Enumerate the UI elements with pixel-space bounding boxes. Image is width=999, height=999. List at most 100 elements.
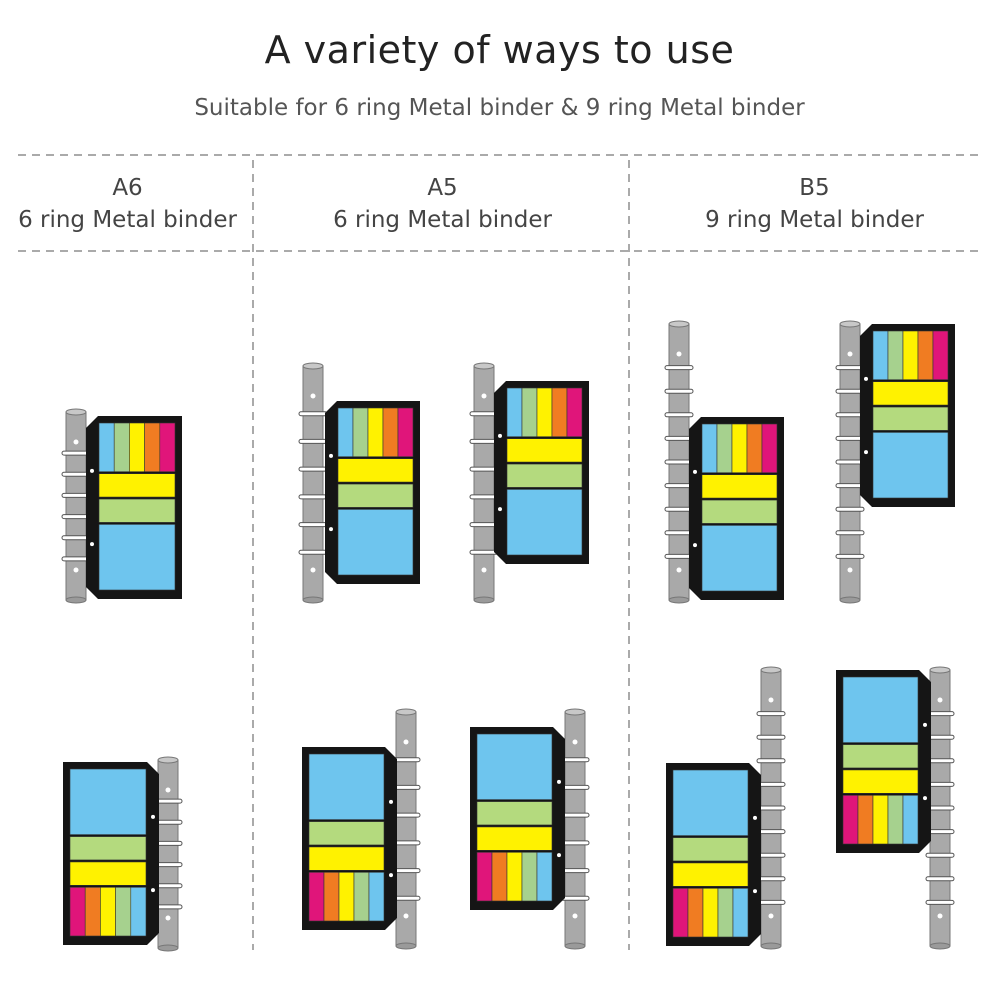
tab-stripe — [872, 794, 889, 845]
note-band — [872, 381, 949, 406]
binder-ring — [664, 530, 694, 536]
binder-ring — [756, 758, 786, 764]
pad-hole — [389, 799, 393, 804]
pad-hole — [151, 814, 155, 819]
binder-ring — [298, 466, 328, 472]
tab-stripe — [536, 851, 553, 902]
tab-stripe — [397, 407, 414, 458]
page-subtitle: Suitable for 6 ring Metal binder & 9 rin… — [194, 95, 805, 121]
binder-rod — [560, 708, 590, 950]
binder-ring — [925, 852, 955, 858]
rod-hole — [676, 351, 682, 357]
rod-cap — [473, 362, 495, 370]
note-band — [337, 483, 414, 508]
rod-body — [395, 711, 417, 947]
tab-stripe — [716, 423, 733, 474]
rod-hole — [310, 567, 316, 573]
rod-hole — [572, 739, 578, 745]
tab-stripe — [337, 407, 354, 458]
note-band — [308, 753, 385, 820]
tab-stripe — [323, 871, 340, 922]
binder-ring — [664, 483, 694, 489]
binder-rod — [664, 320, 694, 604]
binder-rod — [298, 362, 328, 604]
rod-cap — [760, 666, 782, 674]
note-band — [672, 837, 749, 862]
tab-stripe — [566, 387, 583, 438]
binder-ring — [664, 365, 694, 371]
sticky-note-pad — [666, 763, 761, 946]
rod-body — [564, 711, 586, 947]
note-band — [308, 821, 385, 846]
tab-stripe — [932, 330, 949, 381]
tab-stripe — [731, 423, 748, 474]
rod-hole — [165, 787, 171, 793]
tab-stripe — [857, 794, 874, 845]
rod-cap — [157, 944, 179, 952]
note-band — [701, 525, 778, 592]
rod-hole — [73, 567, 79, 573]
binder-ring — [298, 438, 328, 444]
column-binder-label: 6 ring Metal binder — [333, 207, 552, 233]
pad-hole — [329, 527, 333, 532]
rod-cap — [564, 708, 586, 716]
note-band — [69, 861, 147, 886]
tab-stripe — [367, 407, 384, 458]
pad-hole — [693, 543, 697, 548]
tab-stripe — [717, 887, 734, 938]
rod-hole — [937, 913, 943, 919]
binder-ring — [664, 435, 694, 441]
sticky-note-pad — [63, 762, 159, 945]
rod-body — [473, 365, 495, 601]
rod-cap — [395, 942, 417, 950]
binder-ring — [756, 899, 786, 905]
tab-stripe — [887, 330, 904, 381]
pad-hole — [498, 507, 502, 512]
sticky-note-pad — [325, 401, 420, 584]
binder-ring — [835, 412, 865, 418]
note-band — [672, 769, 749, 836]
rod-cap — [929, 666, 951, 674]
note-band — [701, 474, 778, 499]
page-title: A variety of ways to use — [264, 28, 735, 72]
note-band — [506, 438, 583, 463]
binder-ring — [560, 868, 590, 874]
binder-ring — [469, 438, 499, 444]
rod-hole — [403, 913, 409, 919]
binder-ring — [756, 852, 786, 858]
rod-hole — [572, 913, 578, 919]
tab-stripe — [551, 387, 568, 438]
binder-ring — [298, 494, 328, 500]
column-header-a5: A5 6 ring Metal binder — [255, 172, 630, 236]
binder-ring — [925, 899, 955, 905]
tab-stripe — [69, 886, 86, 937]
binder-ring — [835, 530, 865, 536]
pad-hole — [557, 853, 561, 858]
binder-rod — [391, 708, 421, 950]
pad-hole — [90, 468, 94, 473]
rod-hole — [676, 567, 682, 573]
tab-stripe — [702, 887, 719, 938]
binder-ring — [835, 435, 865, 441]
tab-stripe — [902, 330, 919, 381]
binder-ring — [835, 388, 865, 394]
binder-rod — [835, 320, 865, 604]
column-size-label: A6 — [112, 175, 143, 201]
binder-ring — [298, 549, 328, 555]
binder-ring — [664, 459, 694, 465]
tab-stripe — [732, 887, 749, 938]
rod-cap — [65, 408, 87, 416]
pad-hole — [693, 469, 697, 474]
rod-hole — [403, 739, 409, 745]
rod-cap — [839, 320, 861, 328]
binder-ring — [469, 494, 499, 500]
binder-rod — [925, 666, 955, 950]
rod-hole — [937, 697, 943, 703]
note-band — [69, 836, 147, 861]
sticky-note-pad — [836, 670, 931, 853]
binder-ring — [835, 553, 865, 559]
note-band — [506, 489, 583, 556]
binder-ring — [835, 459, 865, 465]
binder-examples — [61, 320, 955, 952]
